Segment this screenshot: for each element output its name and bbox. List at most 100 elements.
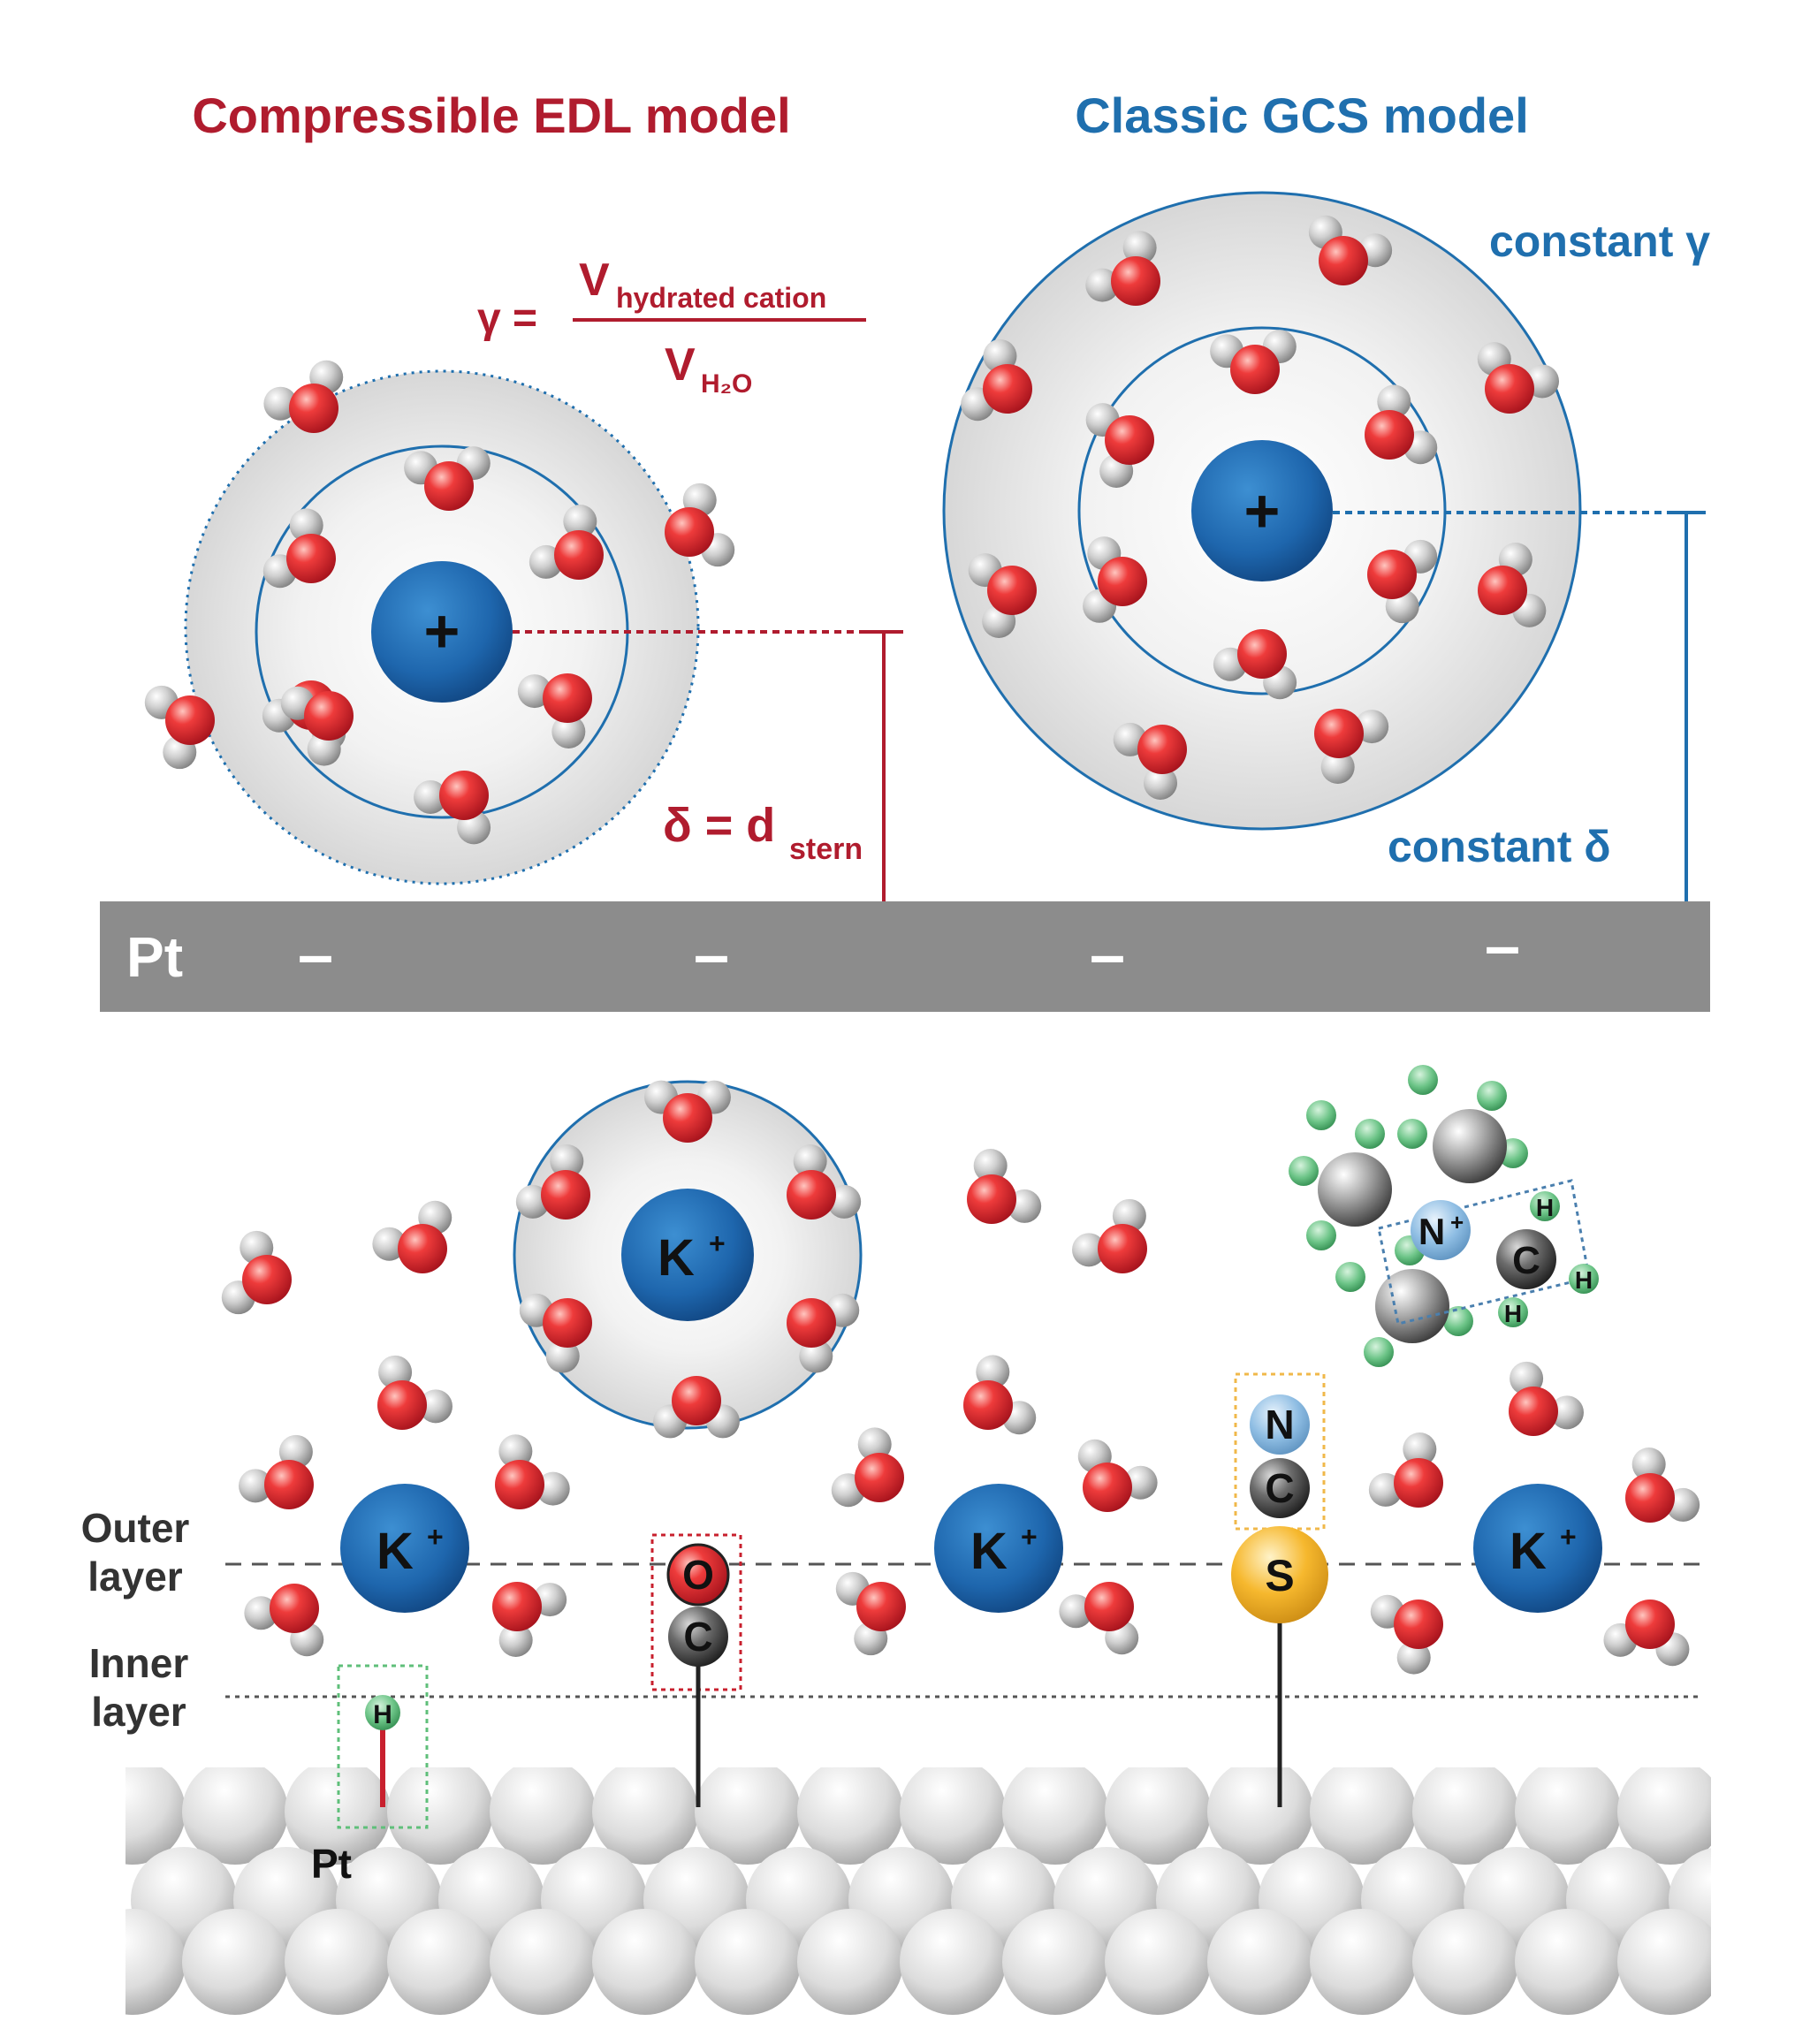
pt-atom	[490, 1909, 596, 2015]
tma-methyl-carbon-2	[1433, 1109, 1507, 1183]
oxygen-atom	[1237, 629, 1287, 679]
pt-atom	[1515, 1909, 1621, 2015]
hydrogen-atom	[498, 1622, 533, 1657]
tma-methyl-hydrogens	[1289, 1065, 1528, 1367]
hydrogen-atom	[1320, 749, 1355, 784]
pt-atom	[387, 1767, 493, 1865]
oxygen-atom	[165, 695, 215, 745]
k-ion-2-symbol: K	[970, 1523, 1008, 1580]
hydrogen-atom	[418, 1389, 452, 1424]
hydrogen-atom	[1085, 268, 1120, 302]
oxygen-atom	[1111, 256, 1160, 306]
oxygen-atom	[1319, 236, 1368, 285]
water-molecule	[787, 1293, 860, 1373]
water-molecule	[1085, 403, 1154, 488]
water-molecule	[515, 1144, 590, 1220]
oxygen-atom	[424, 461, 474, 511]
water-molecule	[1367, 539, 1438, 624]
pt-atom	[285, 1767, 391, 1865]
free-k-ion-2: K +	[934, 1484, 1063, 1613]
classic-gcs-title: Classic GCS model	[1075, 87, 1529, 143]
free-k-ion-1: K +	[340, 1484, 469, 1613]
hydrogen-atom	[1377, 384, 1411, 419]
oxygen-atom	[983, 364, 1032, 414]
water-molecule	[787, 1144, 862, 1220]
gamma-lhs: γ =	[477, 295, 537, 342]
water-molecule	[144, 685, 215, 770]
pt-atom	[695, 1767, 801, 1865]
constant-gamma-label: constant γ	[1489, 217, 1710, 266]
hydrogen-atom	[307, 732, 341, 766]
water-molecule	[653, 1376, 740, 1439]
water-molecule	[414, 771, 491, 845]
pt-atom	[1002, 1909, 1108, 2015]
oxygen-atom	[304, 691, 354, 741]
hydrogen-atom	[551, 714, 586, 748]
water-molecule	[1603, 1599, 1690, 1667]
co-adsorbate: O C	[650, 1533, 742, 1807]
k-ion-2	[934, 1484, 1063, 1613]
oxygen-atom	[554, 530, 604, 580]
inner-layer-label-1: Inner	[89, 1640, 189, 1686]
hydrogen-atom	[793, 1144, 827, 1179]
hydrogen-atom	[1122, 231, 1157, 265]
oxygen-atom	[541, 1170, 590, 1220]
water-molecule	[1308, 215, 1393, 285]
scn-carbon-atom	[1250, 1458, 1310, 1518]
electrode-charge-4: –	[1485, 911, 1520, 982]
co-carbon-atom	[668, 1607, 728, 1667]
oxygen-atom	[1367, 550, 1417, 599]
water-molecule	[967, 1149, 1042, 1224]
scn-adsorbate: N C S	[1231, 1372, 1328, 1807]
oxygen-atom	[856, 1582, 906, 1631]
water-molecule	[1072, 1198, 1147, 1273]
free-k-ion-3: K +	[1473, 1484, 1602, 1613]
delta-sub: stern	[789, 832, 863, 866]
pt-surface-label: Pt	[311, 1841, 352, 1887]
water-molecule	[644, 1080, 731, 1143]
water-molecule	[963, 1355, 1037, 1435]
pt-atom	[797, 1909, 903, 2015]
hydrogen-atom	[1549, 1395, 1584, 1430]
pt-atom	[182, 1909, 288, 2015]
oxygen-atom	[963, 1380, 1013, 1430]
oxygen-atom	[242, 1255, 292, 1304]
electrode-bar	[100, 901, 1710, 1012]
oxygen-atom	[286, 534, 336, 583]
co-carbon-label: C	[683, 1614, 712, 1660]
water-molecule	[517, 673, 592, 748]
water-molecule	[1370, 1594, 1443, 1675]
pt-atom	[592, 1909, 698, 2015]
hydrogen-atom	[536, 1471, 570, 1506]
k-ion-3-charge: +	[1560, 1521, 1577, 1553]
oxygen-atom	[1394, 1458, 1443, 1508]
oxygen-atom	[787, 1170, 836, 1220]
classic-hydrated-cation: +	[942, 191, 1582, 831]
oxygen-atom	[855, 1453, 904, 1502]
water-molecule	[1478, 543, 1547, 627]
water-molecule	[263, 360, 344, 433]
cation	[371, 561, 513, 703]
oxygen-atom	[1105, 415, 1154, 465]
oxygen-atom	[1314, 709, 1364, 758]
water-molecule	[1083, 536, 1147, 623]
pt-atom	[900, 1767, 1006, 1865]
water-molecule	[1213, 629, 1297, 700]
oxygen-atom	[1098, 1224, 1147, 1273]
oxygen-atom	[1394, 1599, 1443, 1649]
tma-carbon-label: C	[1512, 1239, 1540, 1282]
oxygen-atom	[1485, 364, 1534, 414]
water-molecule	[961, 338, 1032, 422]
hydrogen-atom	[372, 1227, 407, 1261]
water-molecule	[377, 1355, 452, 1430]
tma-methyl-carbon-3	[1375, 1269, 1449, 1343]
compressible-edl-title: Compressible EDL model	[192, 87, 790, 143]
tma-methyl-hydrogen	[1477, 1081, 1507, 1111]
pt-atom	[1105, 1767, 1211, 1865]
pt-atom	[1207, 1909, 1313, 2015]
tma-methyl-hydrogen	[1355, 1119, 1385, 1149]
gamma-numerator-v: V	[579, 255, 610, 306]
hydrogen-atom	[239, 1469, 273, 1503]
pt-atom	[125, 1767, 186, 1865]
tma-nitrogen-label: N	[1418, 1211, 1445, 1252]
